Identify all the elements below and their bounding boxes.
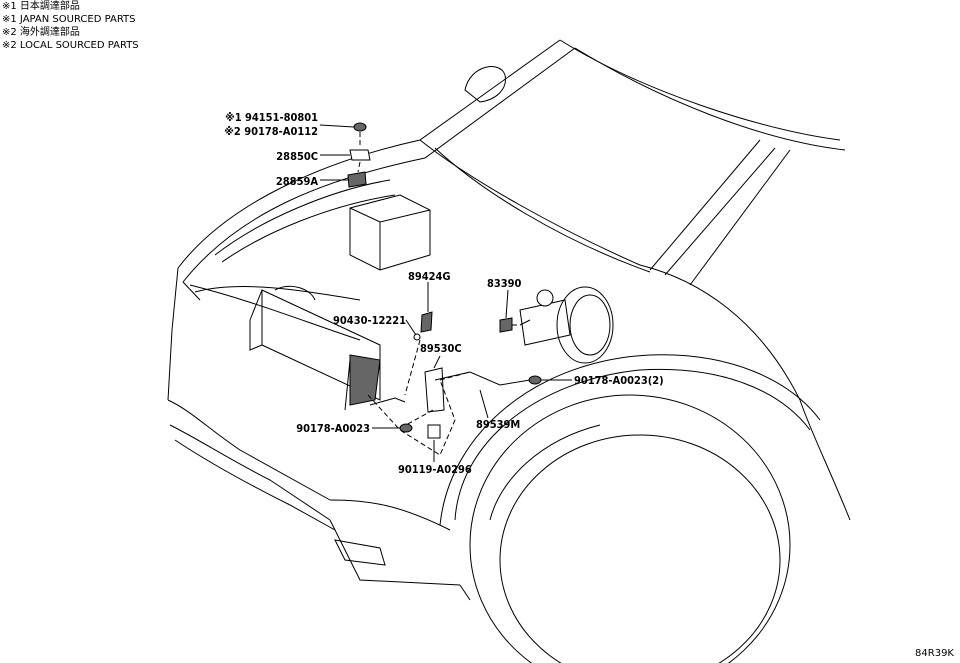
part-label-90178-a0023-x2: 90178-A0023(2) bbox=[574, 374, 664, 387]
bolt-90430 bbox=[413, 333, 421, 341]
legend: ※1 日本調達部品 ※1 JAPAN SOURCED PARTS ※2 海外調達… bbox=[2, 0, 139, 52]
part-label-94151-80801: ※1 94151-80801 bbox=[225, 111, 318, 124]
front-wheel bbox=[469, 394, 791, 663]
part-label-89424g: 89424G bbox=[408, 270, 451, 283]
part-label-90430-12221: 90430-12221 bbox=[333, 314, 406, 327]
horn-83390 bbox=[499, 317, 513, 333]
nut-90178-a0023-x2 bbox=[528, 375, 542, 385]
part-label-89539m: 89539M bbox=[476, 418, 520, 431]
part-label-83390: 83390 bbox=[487, 277, 522, 290]
legend-line: ※2 LOCAL SOURCED PARTS bbox=[2, 40, 139, 51]
part-labels: ※1 94151-80801 ※2 90178-A0112 28850C 288… bbox=[224, 111, 663, 476]
clip-94151 bbox=[353, 122, 367, 132]
part-label-28850c: 28850C bbox=[276, 150, 318, 163]
part-label-90178-a0112: ※2 90178-A0112 bbox=[224, 125, 318, 138]
battery bbox=[349, 194, 431, 271]
brake-booster bbox=[519, 286, 614, 364]
part-label-90178-a0023: 90178-A0023 bbox=[296, 422, 370, 435]
vehicle-body-outline bbox=[167, 39, 851, 601]
illustration-reference-code: 84R39K bbox=[915, 648, 954, 659]
legend-line: ※2 海外調達部品 bbox=[2, 27, 80, 38]
bolt-90119 bbox=[427, 424, 441, 439]
leader-lines bbox=[319, 124, 572, 462]
sensor-89530c bbox=[424, 367, 445, 413]
sensor-28859a bbox=[347, 171, 367, 188]
legend-line: ※1 JAPAN SOURCED PARTS bbox=[2, 14, 136, 25]
part-label-89530c: 89530C bbox=[420, 342, 462, 355]
radiator-assembly bbox=[249, 285, 381, 411]
legend-line: ※1 日本調達部品 bbox=[2, 1, 80, 12]
bracket-89539m bbox=[434, 371, 531, 386]
part-label-90119-a0296: 90119-A0296 bbox=[398, 463, 472, 476]
part-label-28859a: 28859A bbox=[276, 175, 318, 188]
small-parts bbox=[347, 122, 542, 439]
sensor-89424g bbox=[420, 311, 433, 333]
bracket-28850c bbox=[349, 149, 371, 161]
